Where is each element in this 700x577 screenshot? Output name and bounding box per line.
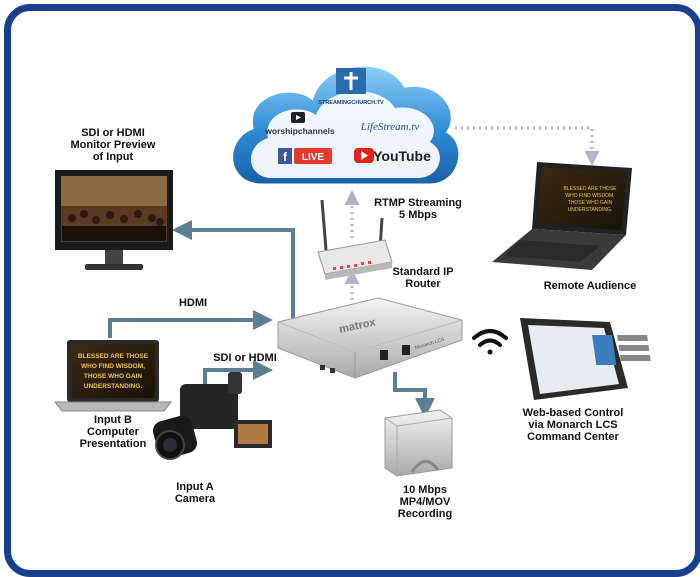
remote-text-1: BLESSED ARE THOSE [564, 186, 618, 192]
laptop-hdmi-link [108, 310, 273, 338]
laptop-text-1: BLESSED ARE THOSE [78, 353, 149, 360]
worshipchannels-text: worshipchannels [264, 126, 335, 136]
lifestream-text: LifeStream.tv [360, 121, 420, 133]
youtube-logo: YouTube [354, 148, 431, 164]
remote-text-3: THOSE WHO GAIN [568, 200, 613, 206]
video-camera [153, 372, 272, 460]
wifi-icon [472, 329, 508, 355]
facebook-live-logo: f LIVE [278, 148, 332, 164]
device-to-monitor-link [172, 220, 295, 320]
ip-router [317, 199, 393, 280]
laptop-text-3: THOSE WHO GAIN [84, 373, 142, 380]
dotted-links [344, 126, 600, 300]
hdmi-label: HDMI [178, 297, 208, 309]
camera-sdi-link [203, 360, 273, 385]
sdi-label: SDI or HDMI [213, 352, 277, 364]
solid-links [108, 220, 435, 418]
worshipchannels-logo [291, 112, 305, 123]
preview-monitor [55, 170, 173, 270]
streamingchurch-logo [336, 68, 366, 94]
laptop-text-2: WHO FIND WISDOM, [81, 363, 145, 370]
remote-text-4: UNDERSTANDING. [568, 207, 613, 213]
laptop-text-4: UNDERSTANDING. [84, 383, 143, 390]
svg-text:f: f [283, 150, 288, 164]
device-to-recorder-link [393, 372, 435, 418]
streamingchurch-text: STREAMINGCHURCH.TV [318, 100, 384, 106]
recording-drive [384, 409, 453, 477]
remote-audience-label: Remote Audience [543, 280, 637, 292]
youtube-text: YouTube [373, 148, 431, 164]
control-tablet [520, 318, 651, 400]
cloud-to-remote-link [455, 126, 600, 166]
remote-text-2: WHO FIND WISDOM, [565, 193, 614, 199]
matrox-monarch-lcs: matrox Monarch LCS [277, 297, 463, 379]
facebook-live-text: LIVE [302, 152, 325, 163]
remote-laptop: BLESSED ARE THOSE WHO FIND WISDOM, THOSE… [492, 162, 632, 270]
presentation-laptop: BLESSED ARE THOSE WHO FIND WISDOM, THOSE… [53, 340, 173, 412]
